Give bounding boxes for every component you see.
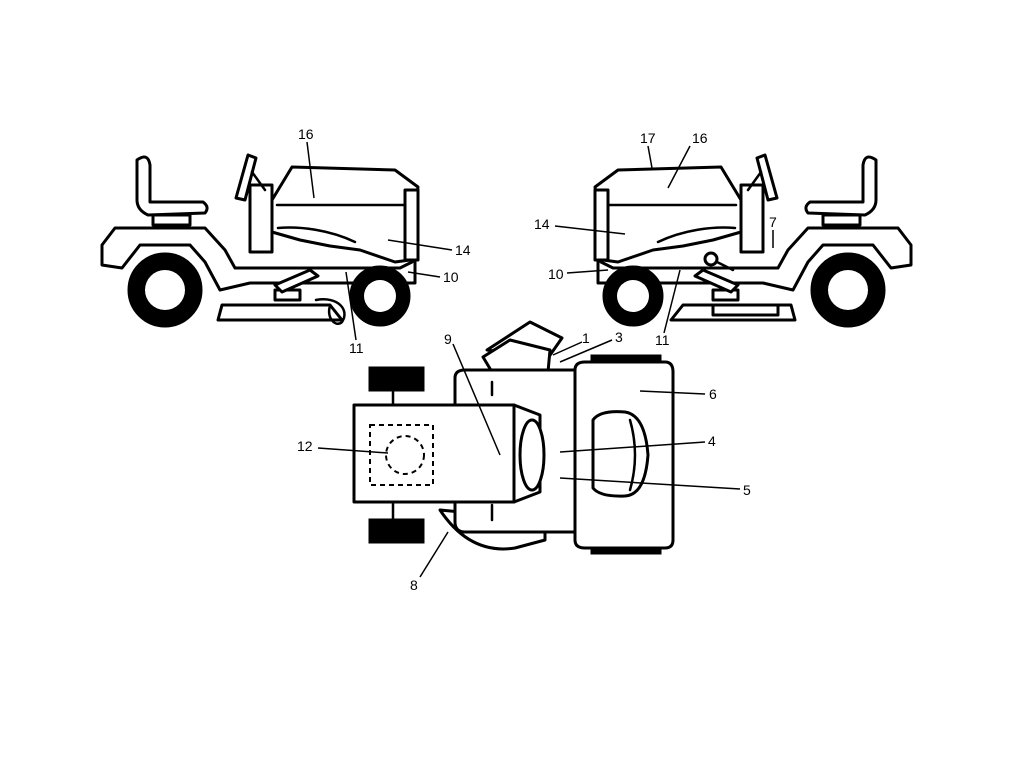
callout-left-14: 14 — [455, 242, 471, 258]
rear-right-tire — [368, 518, 425, 544]
callout-top-9: 9 — [444, 331, 452, 347]
callout-top-3: 3 — [615, 329, 623, 345]
callout-top-8: 8 — [410, 577, 418, 593]
right-side-view — [593, 153, 913, 328]
left-hood — [270, 165, 420, 264]
callout-right-14: 14 — [534, 216, 550, 232]
callout-right-11: 11 — [655, 332, 670, 348]
leader-lines — [306, 141, 774, 578]
left-seat — [135, 155, 209, 217]
callout-top-5: 5 — [743, 482, 751, 498]
callout-left-11: 11 — [349, 340, 364, 356]
callout-right-16: 16 — [692, 130, 708, 146]
callout-top-1: 1 — [582, 330, 590, 346]
left-mower-deck — [216, 303, 344, 322]
callout-top-4: 4 — [708, 433, 716, 449]
callout-left-16: 16 — [298, 126, 314, 142]
callout-top-12: 12 — [297, 438, 313, 454]
callout-labels: 16 14 10 11 17 16 14 7 10 11 1 3 9 6 4 5… — [297, 126, 777, 593]
rear-left-tire — [368, 366, 425, 392]
callout-right-10: 10 — [548, 266, 564, 282]
callout-right-7: 7 — [769, 214, 777, 230]
callout-right-17: 17 — [640, 130, 656, 146]
top-view — [352, 320, 675, 555]
callout-left-10: 10 — [443, 269, 459, 285]
left-side-view — [100, 153, 420, 328]
callout-top-6: 6 — [709, 386, 717, 402]
